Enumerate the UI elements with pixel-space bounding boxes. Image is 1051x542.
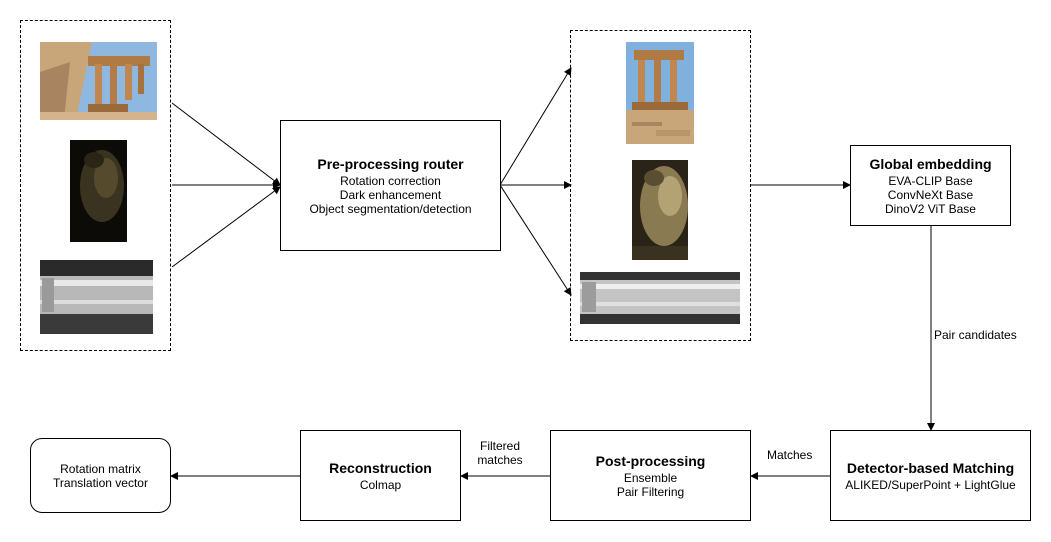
arrow-preprocessing-to-output3 bbox=[499, 184, 572, 296]
reconstruction-title: Reconstruction bbox=[329, 459, 432, 476]
embedding-model-dinov2: DinoV2 ViT Base bbox=[885, 201, 976, 216]
transparent-tube-photo bbox=[40, 260, 153, 334]
output-box: Rotation matrix Translation vector bbox=[30, 438, 171, 513]
segmented-tube-photo bbox=[580, 272, 740, 324]
embedding-model-eva-clip: EVA-CLIP Base bbox=[888, 173, 973, 188]
preprocessing-step-rotation: Rotation correction bbox=[340, 173, 441, 188]
filtered-matches-line2: matches bbox=[477, 453, 523, 467]
enhanced-rock-photo bbox=[632, 160, 688, 260]
dark-rock-photo bbox=[70, 140, 127, 242]
rotated-temple-photo bbox=[40, 42, 157, 120]
postprocessing-ensemble: Ensemble bbox=[623, 470, 678, 485]
filtered-matches-label: Filtered matches bbox=[470, 439, 530, 467]
reconstruction-tool: Colmap bbox=[359, 477, 402, 492]
global-embedding-box: Global embedding EVA-CLIP Base ConvNeXt … bbox=[850, 145, 1011, 226]
reconstruction-box: Reconstruction Colmap bbox=[300, 430, 461, 521]
processed-images-group bbox=[570, 30, 751, 341]
preprocessing-step-segmentation: Object segmentation/detection bbox=[309, 201, 472, 216]
matching-method: ALIKED/SuperPoint + LightGlue bbox=[845, 477, 1016, 492]
postprocessing-pair-filtering: Pair Filtering bbox=[616, 484, 685, 499]
arrow-input3-to-preprocessing bbox=[171, 186, 281, 268]
preprocessing-router-box: Pre-processing router Rotation correctio… bbox=[280, 120, 501, 251]
matching-title: Detector-based Matching bbox=[846, 459, 1015, 476]
postprocessing-box: Post-processing Ensemble Pair Filtering bbox=[550, 430, 751, 521]
output-translation-vector: Translation vector bbox=[53, 475, 148, 490]
output-rotation-matrix: Rotation matrix bbox=[60, 461, 141, 476]
input-images-group bbox=[20, 20, 171, 351]
filtered-matches-line1: Filtered bbox=[479, 439, 520, 453]
global-embedding-title: Global embedding bbox=[869, 155, 992, 172]
postprocessing-title: Post-processing bbox=[595, 452, 706, 469]
preprocessing-step-dark: Dark enhancement bbox=[339, 187, 442, 202]
embedding-model-convnext: ConvNeXt Base bbox=[887, 187, 974, 202]
matches-label: Matches bbox=[767, 448, 813, 462]
upright-temple-photo bbox=[626, 42, 694, 144]
preprocessing-router-title: Pre-processing router bbox=[317, 155, 464, 172]
matching-box: Detector-based Matching ALIKED/SuperPoin… bbox=[830, 430, 1031, 521]
arrow-input1-to-preprocessing bbox=[171, 102, 281, 186]
arrow-preprocessing-to-output1 bbox=[499, 67, 572, 186]
pair-candidates-label: Pair candidates bbox=[934, 328, 1017, 342]
